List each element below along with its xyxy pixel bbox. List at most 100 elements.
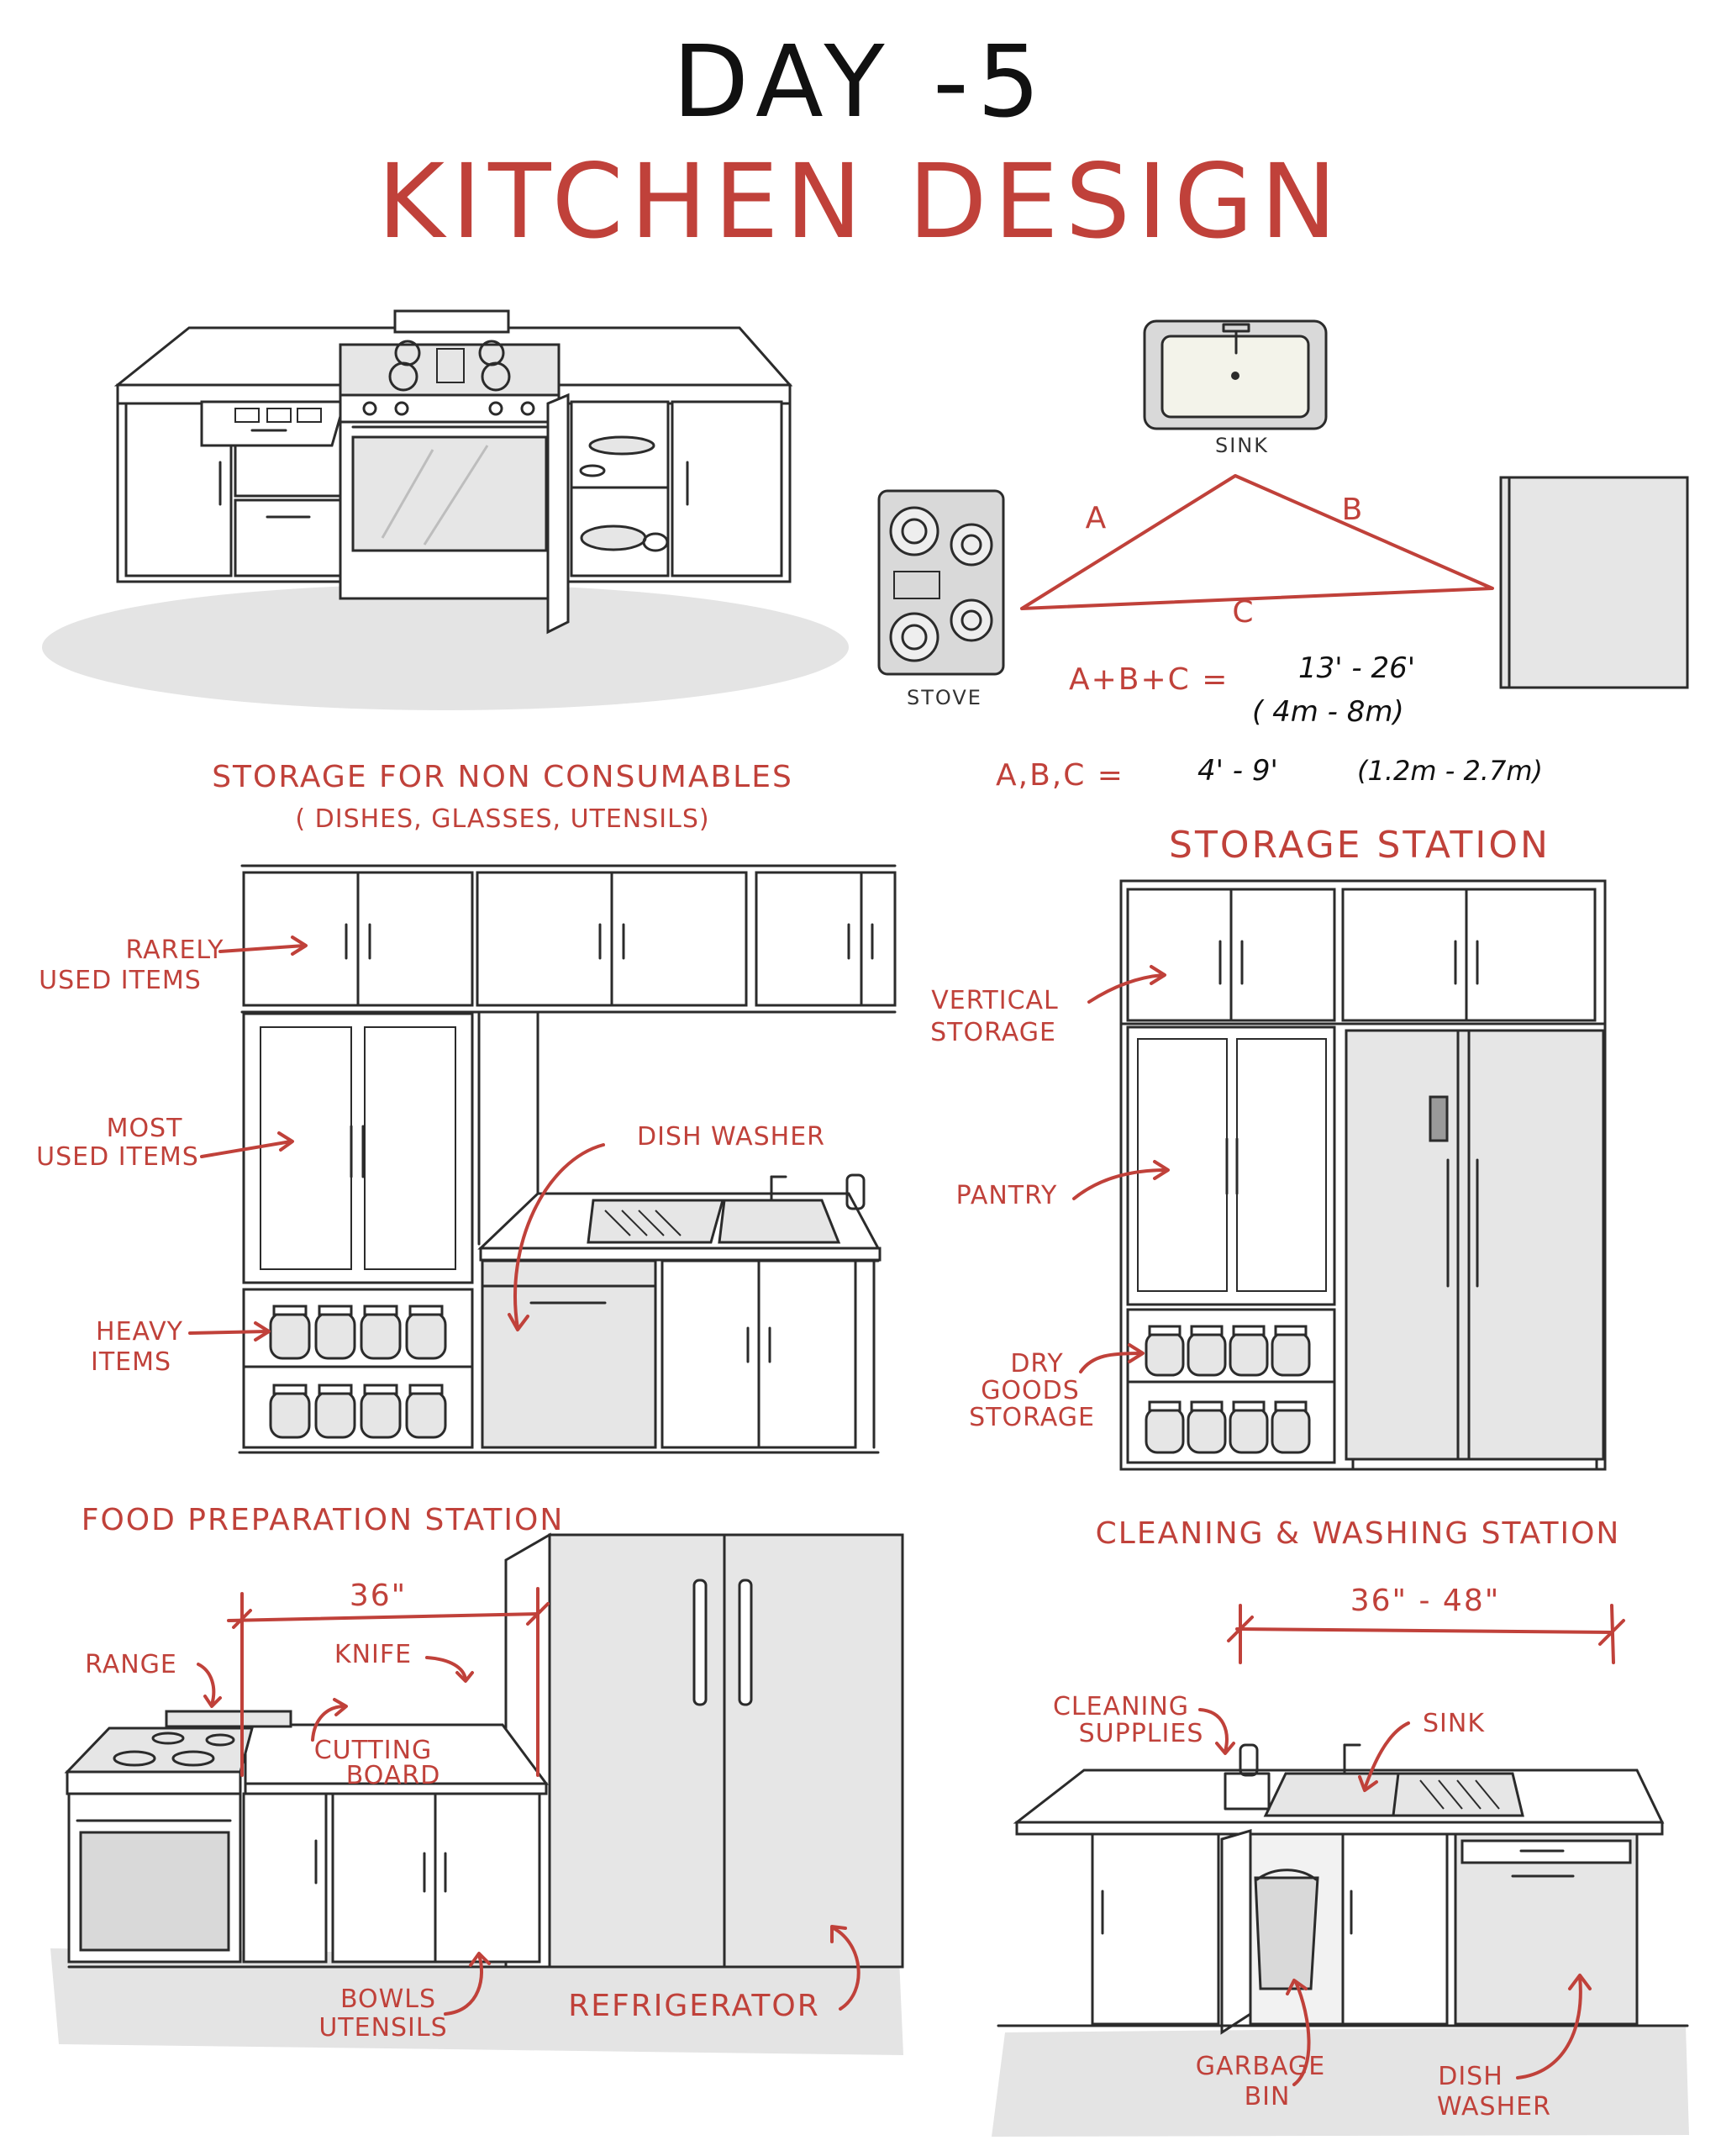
each-feet: 4' - 9': [1197, 754, 1278, 788]
vertical-storage-label-2: STORAGE: [930, 1018, 1056, 1047]
fridge-handle: [692, 1579, 708, 1706]
knob: [488, 401, 503, 416]
fridge-plan: [1499, 476, 1689, 689]
title-day: DAY -5: [672, 24, 1049, 140]
food-prep-section: FOOD PREPARATION STATION 36" RANGE: [50, 1503, 904, 2055]
burner: [388, 361, 418, 392]
stove-burner-icon: [960, 609, 982, 631]
sink-basin-elevation: [1263, 1772, 1405, 1817]
pan-icon: [588, 435, 655, 456]
storage-non-consumables-section: STORAGE FOR NON CONSUMABLES ( DISHES, GL…: [36, 760, 897, 1454]
stove-burner-icon: [901, 518, 928, 545]
burner: [151, 1732, 185, 1745]
range-backguard: [165, 1710, 292, 1728]
base-door: [1091, 1832, 1220, 2026]
tall-cabinet: [242, 1012, 474, 1284]
pantry-label: PANTRY: [956, 1181, 1058, 1210]
bowls-utensils-label-2: UTENSILS: [318, 2013, 447, 2043]
side-by-side-refrigerator: [1345, 1029, 1605, 1461]
cleaning-dishwasher-label-1: DISH: [1438, 2062, 1503, 2091]
sum-feet: 13' - 26': [1298, 651, 1415, 685]
dry-goods-label-1: DRY: [1010, 1349, 1063, 1378]
dishwasher-label: DISH WASHER: [637, 1122, 825, 1152]
heavy-items-label-1: HEAVY: [96, 1317, 183, 1347]
food-prep-title: FOOD PREPARATION STATION: [82, 1503, 565, 1537]
work-triangle-lines: [1020, 474, 1494, 610]
base-door: [1341, 1832, 1449, 2026]
range-cabinet-illustration: [42, 309, 849, 710]
stove-backguard: [393, 309, 510, 334]
tall-door-right: [364, 1026, 456, 1270]
side-b-label: B: [1342, 493, 1365, 527]
sink-basin-elevation: [718, 1199, 841, 1244]
floor-shadow: [50, 1948, 903, 2055]
cutting-board-label-1: CUTTING: [314, 1736, 433, 1765]
work-triangle-diagram: SINK STOVE A B C A+B+C = 13' - 26' ( 4m …: [877, 319, 1689, 793]
floor-shadow: [42, 584, 849, 710]
upper-cabinet: [1341, 888, 1597, 1022]
jar-row: [269, 1305, 447, 1439]
cutting-board-label-2: BOARD: [346, 1761, 441, 1790]
tray-item: [234, 408, 260, 423]
non-consumables-subtitle: ( DISHES, GLASSES, UTENSILS): [295, 804, 709, 834]
storage-station-section: STORAGE STATION: [930, 824, 1607, 1471]
most-used-label-1: MOST: [107, 1114, 183, 1143]
drainboard: [1392, 1772, 1524, 1817]
dishwasher: [1454, 1832, 1639, 2026]
vertical-storage-label-1: VERTICAL: [931, 986, 1059, 1015]
water-dispenser-icon: [1429, 1095, 1449, 1142]
sink-label: SINK: [1215, 434, 1269, 457]
dry-goods-label-3: STORAGE: [969, 1403, 1095, 1432]
floor-shadow: [992, 2026, 1689, 2137]
open-cabinet-door: [546, 393, 570, 635]
knob: [520, 401, 535, 416]
cleaning-title: CLEANING & WASHING STATION: [1096, 1516, 1621, 1551]
tray-item: [266, 408, 292, 423]
knob: [362, 401, 377, 416]
each-formula: A,B,C =: [996, 758, 1124, 793]
pulled-out-tray: [200, 400, 346, 447]
stove-burner-icon: [901, 624, 928, 651]
knife-label: KNIFE: [334, 1640, 412, 1669]
knob-panel: [339, 393, 561, 424]
stove-burner-icon: [960, 534, 982, 556]
sum-meters: ( 4m - 8m): [1252, 695, 1404, 729]
drainboard: [587, 1199, 724, 1244]
fridge-handle: [738, 1579, 753, 1706]
upper-cabinet: [755, 871, 897, 1007]
bowl-icon: [642, 532, 669, 552]
garbage-bin-icon: [1254, 1876, 1319, 1990]
burner: [481, 361, 511, 392]
soap-bottle-icon: [845, 1173, 866, 1210]
storage-station-title: STORAGE STATION: [1169, 824, 1550, 867]
non-consumables-title: STORAGE FOR NON CONSUMABLES: [212, 760, 793, 794]
side-c-label: C: [1232, 595, 1255, 630]
right-door: [671, 400, 783, 577]
dishwasher: [481, 1259, 657, 1449]
prep-dimension-label: 36": [350, 1579, 407, 1613]
spray-bottle-icon: [1239, 1743, 1259, 1777]
dimension-line: [227, 1612, 539, 1622]
refrigerator-elevation: [548, 1533, 904, 1969]
title-kitchen-design: KITCHEN DESIGN: [377, 142, 1344, 261]
cleaning-station-section: CLEANING & WASHING STATION 36" - 48": [992, 1516, 1689, 2137]
drain-icon: [1231, 372, 1239, 380]
oven-window: [351, 435, 548, 552]
burner: [171, 1750, 215, 1767]
cleaning-dimension-label: 36" - 48": [1350, 1584, 1501, 1618]
cleaning-supplies-label-2: SUPPLIES: [1079, 1719, 1204, 1748]
cup-icon: [579, 464, 606, 477]
heavy-items-label-2: ITEMS: [91, 1347, 171, 1377]
cleaning-dishwasher-label-2: WASHER: [1437, 2092, 1551, 2122]
range-label: RANGE: [85, 1650, 177, 1679]
jar-row: [1145, 1325, 1311, 1454]
oven-window: [79, 1831, 230, 1952]
lower-drawer: [234, 498, 342, 577]
bowls-utensils-label-1: BOWLS: [340, 1985, 436, 2014]
burner: [205, 1733, 235, 1747]
garbage-bin-label-2: BIN: [1245, 2082, 1291, 2111]
side-a-label: A: [1086, 501, 1108, 535]
base-door: [242, 1792, 328, 1964]
